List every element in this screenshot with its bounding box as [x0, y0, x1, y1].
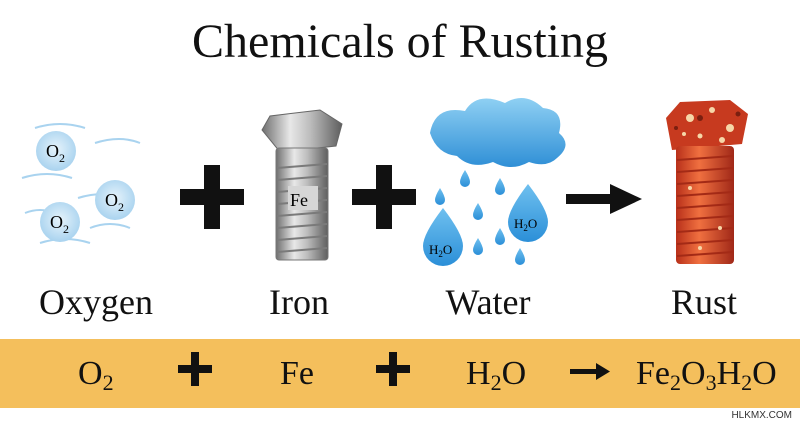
- equation-band: [0, 339, 800, 408]
- plus-icon: [376, 352, 410, 386]
- rusty-bolt-icon: [666, 100, 748, 264]
- arrow-icon: [566, 184, 642, 214]
- watermark: HLKMX.COM: [731, 410, 792, 421]
- water-label: Water: [445, 282, 531, 322]
- plus-icon: [178, 352, 212, 386]
- equation-iron: Fe: [280, 355, 314, 392]
- equation-rust: Fe2O3H2O: [636, 355, 777, 395]
- bolt-icon: Fe: [261, 109, 343, 261]
- plus-icon: [180, 165, 244, 229]
- illustration-row: O2 O2 O2 Fe: [21, 98, 748, 266]
- svg-text:O2: O2: [50, 212, 69, 236]
- rain-cloud-icon: H2O H2O: [423, 98, 566, 266]
- iron-symbol: Fe: [290, 190, 308, 210]
- oxygen-label: Oxygen: [39, 282, 153, 322]
- plus-icon: [352, 165, 416, 229]
- svg-text:H2O: H2O: [429, 242, 452, 259]
- svg-text:O2: O2: [105, 190, 124, 214]
- svg-text:H2O: H2O: [514, 216, 537, 233]
- equation-oxygen: O2: [78, 355, 114, 395]
- diagram-title: Chemicals of Rusting: [192, 15, 608, 68]
- iron-label: Iron: [269, 282, 329, 322]
- oxygen-molecules-icon: O2 O2 O2: [21, 123, 141, 244]
- arrow-icon: [570, 363, 610, 380]
- svg-text:O2: O2: [46, 141, 65, 165]
- rust-label: Rust: [670, 282, 738, 322]
- equation-water: H2O: [466, 355, 527, 395]
